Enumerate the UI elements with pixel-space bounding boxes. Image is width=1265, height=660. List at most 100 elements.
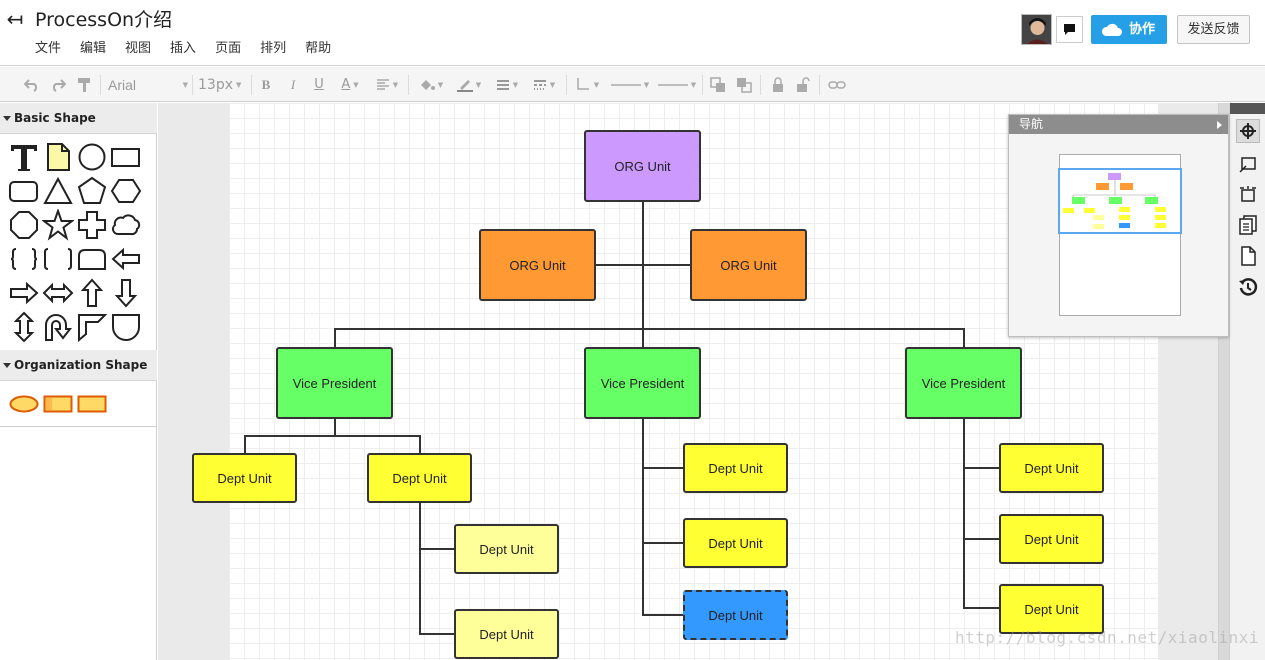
- star-shape-icon[interactable]: [41, 207, 75, 241]
- category-basic-shape[interactable]: Basic Shape: [0, 103, 157, 134]
- text-shape-icon[interactable]: [8, 141, 40, 173]
- end-arrow-select[interactable]: ▼: [657, 80, 697, 89]
- octagon-shape-icon[interactable]: [8, 209, 40, 241]
- down-arrow-shape-icon[interactable]: [110, 277, 142, 309]
- note-shape-icon[interactable]: [42, 141, 74, 173]
- left-arrow-shape-icon[interactable]: [110, 243, 142, 275]
- vice-president-2-node[interactable]: Vice President: [584, 347, 701, 419]
- menu-bar: 文件 编辑 视图 插入 页面 排列 帮助: [35, 40, 350, 58]
- vice-president-1-node[interactable]: Vice President: [276, 347, 393, 419]
- org-unit-left-node[interactable]: ORG Unit: [479, 229, 596, 301]
- feedback-button[interactable]: 发送反馈: [1177, 15, 1250, 44]
- document-icon[interactable]: [1236, 244, 1260, 268]
- cross-shape-icon[interactable]: [76, 209, 108, 241]
- lock-icon[interactable]: [768, 67, 788, 102]
- bracket-shape-icon[interactable]: [42, 243, 74, 275]
- line-color-icon[interactable]: ▼: [454, 67, 484, 102]
- dept-unit-node[interactable]: Dept Unit: [999, 584, 1104, 634]
- rounded-rectangle-shape-icon[interactable]: [8, 175, 40, 207]
- brace-shape-icon[interactable]: [8, 243, 40, 275]
- up-down-arrow-shape-icon[interactable]: [8, 311, 40, 343]
- dept-unit-node[interactable]: Dept Unit: [999, 514, 1104, 564]
- rectangle-shape-icon[interactable]: [110, 141, 142, 173]
- fill-color-icon[interactable]: ▼: [416, 67, 446, 102]
- line-style-icon[interactable]: ▼: [533, 79, 556, 90]
- shape-properties-icon[interactable]: [1236, 153, 1260, 177]
- right-arrow-shape-icon[interactable]: [8, 277, 40, 309]
- vertical-scrollbar[interactable]: [1218, 103, 1229, 660]
- link-icon[interactable]: [826, 67, 848, 102]
- menu-help[interactable]: 帮助: [305, 41, 332, 56]
- dept-unit-node[interactable]: Dept Unit: [454, 609, 559, 659]
- collaborate-button[interactable]: 协作: [1091, 15, 1167, 44]
- up-arrow-shape-icon[interactable]: [76, 277, 108, 309]
- u-turn-arrow-shape-icon[interactable]: [42, 311, 74, 343]
- leaf-shape-icon[interactable]: [110, 311, 142, 343]
- layers-icon[interactable]: [1236, 213, 1260, 237]
- org-card-shape-icon[interactable]: [43, 395, 73, 413]
- watermark: http://blog.csdn.net/xiaolinxi: [955, 628, 1259, 647]
- chat-icon[interactable]: [1056, 16, 1083, 43]
- org-box-shape-icon[interactable]: [77, 395, 107, 413]
- toolbar: Arial ▼ 13px ▼ B I U A▼ ▼ ▼ ▼ ▼ ▼ ▼ ▼ ▼: [0, 67, 1265, 102]
- line-width-icon[interactable]: ▼: [492, 67, 522, 102]
- dept-unit-node[interactable]: Dept Unit: [454, 524, 559, 574]
- bold-button[interactable]: B: [261, 76, 271, 92]
- italic-button[interactable]: I: [290, 76, 296, 92]
- font-family-value: Arial: [108, 76, 137, 93]
- redo-icon[interactable]: [48, 67, 68, 102]
- navigator-panel: 导航: [1008, 114, 1229, 337]
- page-setup-icon[interactable]: [1236, 183, 1260, 207]
- corner-shape-icon[interactable]: [76, 311, 108, 343]
- navigator-thumbnail[interactable]: [1059, 154, 1181, 316]
- circle-shape-icon[interactable]: [76, 141, 108, 173]
- org-ellipse-shape-icon[interactable]: [9, 395, 39, 413]
- navigator-icon[interactable]: [1236, 119, 1260, 143]
- left-right-arrow-shape-icon[interactable]: [42, 277, 74, 309]
- document-title[interactable]: ProcessOn介绍: [35, 9, 173, 31]
- font-size-select[interactable]: 13px ▼: [198, 76, 242, 93]
- menu-arrange[interactable]: 排列: [260, 41, 287, 56]
- menu-file[interactable]: 文件: [35, 41, 62, 56]
- connector-type-icon[interactable]: ▼: [572, 67, 602, 102]
- dept-unit-node[interactable]: Dept Unit: [367, 453, 472, 503]
- dept-unit-selected-node[interactable]: Dept Unit: [683, 590, 788, 640]
- hexagon-shape-icon[interactable]: [110, 175, 142, 207]
- bring-front-icon[interactable]: [708, 67, 728, 102]
- font-color-button[interactable]: A▼: [341, 77, 359, 92]
- font-family-select[interactable]: Arial ▼: [108, 76, 188, 93]
- start-arrow-select[interactable]: ▼: [610, 80, 650, 89]
- collapse-arrow-icon[interactable]: [1217, 121, 1222, 129]
- font-color-label: A: [341, 77, 351, 92]
- vice-president-3-node[interactable]: Vice President: [905, 347, 1022, 419]
- right-dock: [1229, 103, 1265, 660]
- menu-insert[interactable]: 插入: [170, 41, 197, 56]
- align-icon[interactable]: ▼: [372, 67, 402, 102]
- card-shape-icon[interactable]: [76, 243, 108, 275]
- pentagon-shape-icon[interactable]: [76, 175, 108, 207]
- dept-unit-node[interactable]: Dept Unit: [683, 443, 788, 493]
- category-organization-shape[interactable]: Organization Shape: [0, 350, 157, 381]
- org-unit-right-node[interactable]: ORG Unit: [690, 229, 807, 301]
- dept-unit-node[interactable]: Dept Unit: [683, 518, 788, 568]
- dept-unit-node[interactable]: Dept Unit: [192, 453, 297, 503]
- navigator-header[interactable]: 导航: [1009, 115, 1228, 134]
- shape-library-panel: Basic Shape Organization Shape: [0, 103, 157, 660]
- org-unit-top-node[interactable]: ORG Unit: [584, 130, 701, 202]
- menu-view[interactable]: 视图: [125, 41, 152, 56]
- back-arrow-icon[interactable]: ↤: [6, 7, 24, 31]
- avatar[interactable]: [1021, 14, 1052, 45]
- header: ↤ ProcessOn介绍 文件 编辑 视图 插入 页面 排列 帮助 协作 发送…: [0, 0, 1265, 66]
- navigator-viewport[interactable]: [1058, 168, 1182, 234]
- menu-page[interactable]: 页面: [215, 41, 242, 56]
- history-icon[interactable]: [1236, 275, 1260, 299]
- unlock-icon[interactable]: [793, 67, 813, 102]
- undo-icon[interactable]: [22, 67, 42, 102]
- cloud-shape-icon[interactable]: [110, 209, 142, 241]
- format-painter-icon[interactable]: [74, 67, 94, 102]
- menu-edit[interactable]: 编辑: [80, 41, 107, 56]
- underline-button[interactable]: U: [314, 77, 324, 92]
- dept-unit-node[interactable]: Dept Unit: [999, 443, 1104, 493]
- send-back-icon[interactable]: [734, 67, 754, 102]
- triangle-shape-icon[interactable]: [42, 175, 74, 207]
